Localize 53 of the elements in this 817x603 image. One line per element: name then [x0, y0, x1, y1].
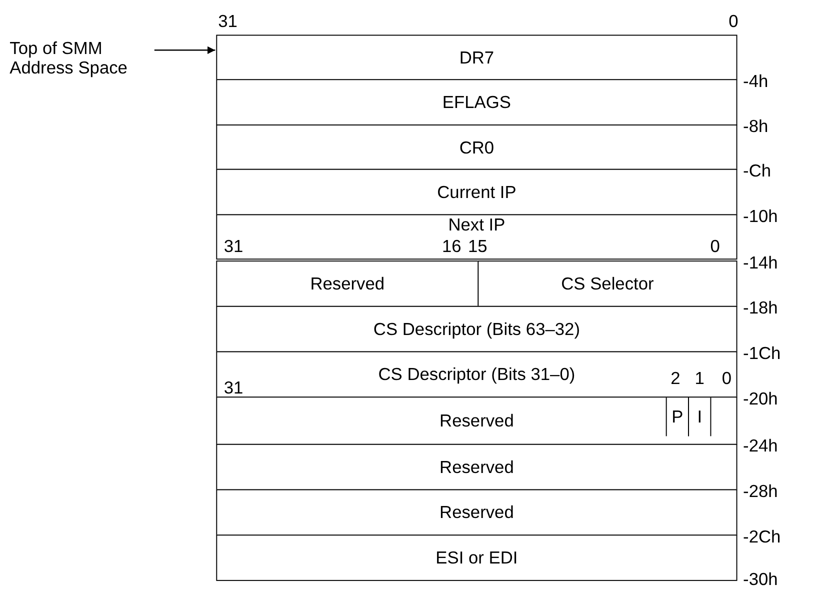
- bit-number: 0: [722, 368, 732, 388]
- annotation-label: Top of SMM Address Space: [10, 38, 128, 78]
- bit-number: 1: [694, 368, 704, 388]
- memory-field: [216, 79, 738, 126]
- field-label: CR0: [459, 138, 494, 157]
- field-label: Reserved: [440, 411, 514, 430]
- offset-label: -14h: [743, 252, 778, 272]
- field-label: DR7: [459, 48, 494, 68]
- bit-number: 15: [468, 236, 488, 256]
- bit-number: 31: [224, 236, 244, 256]
- bit-number: 16: [442, 236, 462, 256]
- field-label: Reserved: [440, 502, 514, 522]
- field-label: Current IP: [437, 182, 516, 202]
- memory-field: [216, 34, 738, 80]
- field-label: EFLAGS: [442, 92, 511, 112]
- memory-field: [216, 124, 738, 170]
- memory-field: [478, 260, 738, 307]
- field-label: CS Selector: [561, 274, 654, 294]
- memory-field: [216, 260, 479, 307]
- offset-label: -28h: [743, 482, 778, 501]
- field-label: Next IP: [448, 215, 506, 234]
- memory-field: [216, 444, 738, 490]
- bit-number: 2: [670, 368, 680, 388]
- field-label: Reserved: [310, 274, 385, 294]
- memory-field: [216, 306, 738, 352]
- bit-number: 0: [710, 236, 720, 256]
- memory-field: [216, 489, 738, 536]
- offset-label: -24h: [743, 436, 778, 456]
- offset-label: -Ch: [743, 161, 772, 180]
- bit-number: 31: [224, 378, 244, 398]
- offset-label: -4h: [743, 71, 768, 91]
- arrow: [154, 46, 216, 54]
- memory-field: [216, 168, 738, 216]
- flag-letter: P: [672, 407, 684, 427]
- flag-bit-field: [688, 398, 712, 436]
- memory-field: [216, 534, 738, 581]
- field-label: ESI or EDI: [436, 548, 518, 568]
- field-label: Reserved: [440, 457, 514, 477]
- field-label: CS Descriptor (Bits 63–32): [373, 319, 580, 339]
- bit-number: 31: [218, 12, 238, 31]
- offset-label: -8h: [743, 116, 768, 136]
- memory-field: [216, 351, 738, 398]
- offset-label: -1Ch: [743, 344, 781, 363]
- bit-number: 0: [728, 12, 738, 31]
- offset-label: -10h: [743, 206, 778, 226]
- offset-label: -30h: [743, 569, 778, 589]
- memory-field: [216, 214, 738, 260]
- flag-letter: I: [697, 407, 702, 427]
- offset-label: -20h: [743, 388, 778, 408]
- offset-label: -2Ch: [743, 526, 781, 546]
- memory-field: [216, 396, 738, 445]
- field-label: CS Descriptor (Bits 31–0): [378, 364, 576, 384]
- offset-label: -18h: [743, 298, 778, 318]
